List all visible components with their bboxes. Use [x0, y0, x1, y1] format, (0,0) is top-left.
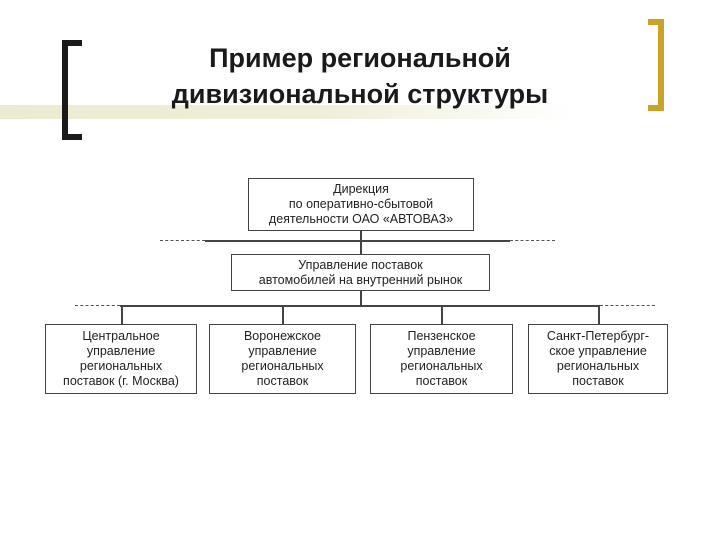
- connector-bus-upper: [205, 240, 510, 242]
- slide-title: Пример региональной дивизиональной струк…: [90, 40, 630, 112]
- connector-bus-upper-dash-right: [510, 240, 555, 242]
- directorate-line-1: Дирекция: [333, 182, 389, 196]
- management-box: Управление поставок автомобилей на внутр…: [231, 254, 490, 291]
- unit-line: Центральное: [82, 329, 160, 343]
- unit-line: поставок: [572, 374, 624, 388]
- right-bracket-decoration: [648, 19, 664, 111]
- connector-bus-lower: [120, 305, 600, 307]
- title-line-2: дивизиональной структуры: [171, 79, 549, 109]
- connector-unit-1: [282, 305, 284, 324]
- management-line-1: Управление поставок: [298, 257, 423, 272]
- unit-line: региональных: [556, 359, 640, 373]
- directorate-line-2: по оперативно-сбытовой: [288, 197, 434, 211]
- unit-line: Пензенское: [407, 329, 476, 343]
- unit-line: поставок: [256, 374, 309, 388]
- unit-line: Санкт-Петербург-: [546, 329, 650, 343]
- unit-line: Воронежское: [243, 329, 322, 343]
- unit-line: региональных: [400, 359, 483, 373]
- directorate-line-3: деятельности ОАО «АВТОВАЗ»: [268, 212, 454, 226]
- unit-line: поставок (г. Москва): [63, 374, 179, 388]
- unit-box-saint-petersburg: Санкт-Петербург- ское управление региона…: [528, 324, 668, 394]
- management-line-2: автомобилей на внутренний рынок: [258, 272, 463, 287]
- unit-box-penza: Пензенское управление региональных поста…: [370, 324, 513, 394]
- connector-bus-lower-dash-left: [75, 305, 120, 307]
- unit-box-central: Центральное управление региональных пост…: [45, 324, 197, 394]
- left-bracket-decoration: [62, 40, 82, 140]
- directorate-box: Дирекция по оперативно-сбытовой деятельн…: [248, 178, 474, 231]
- unit-line: региональных: [79, 359, 163, 373]
- title-line-1: Пример региональной: [209, 43, 511, 73]
- unit-line: поставок: [415, 374, 468, 388]
- title-underline-band: [0, 105, 575, 119]
- unit-line: управление: [248, 344, 317, 358]
- unit-line: региональных: [241, 359, 324, 373]
- unit-box-voronezh: Воронежское управление региональных пост…: [209, 324, 356, 394]
- connector-unit-2: [441, 305, 443, 324]
- connector-bus-upper-dash-left: [160, 240, 205, 242]
- unit-line: ское управление: [549, 344, 647, 358]
- connector-directorate-management: [360, 231, 362, 254]
- connector-management-bus: [360, 291, 362, 305]
- unit-line: управление: [86, 344, 156, 358]
- connector-bus-lower-dash-right: [600, 305, 655, 307]
- connector-unit-0: [121, 305, 123, 324]
- connector-unit-3: [598, 305, 600, 324]
- unit-line: управление: [407, 344, 476, 358]
